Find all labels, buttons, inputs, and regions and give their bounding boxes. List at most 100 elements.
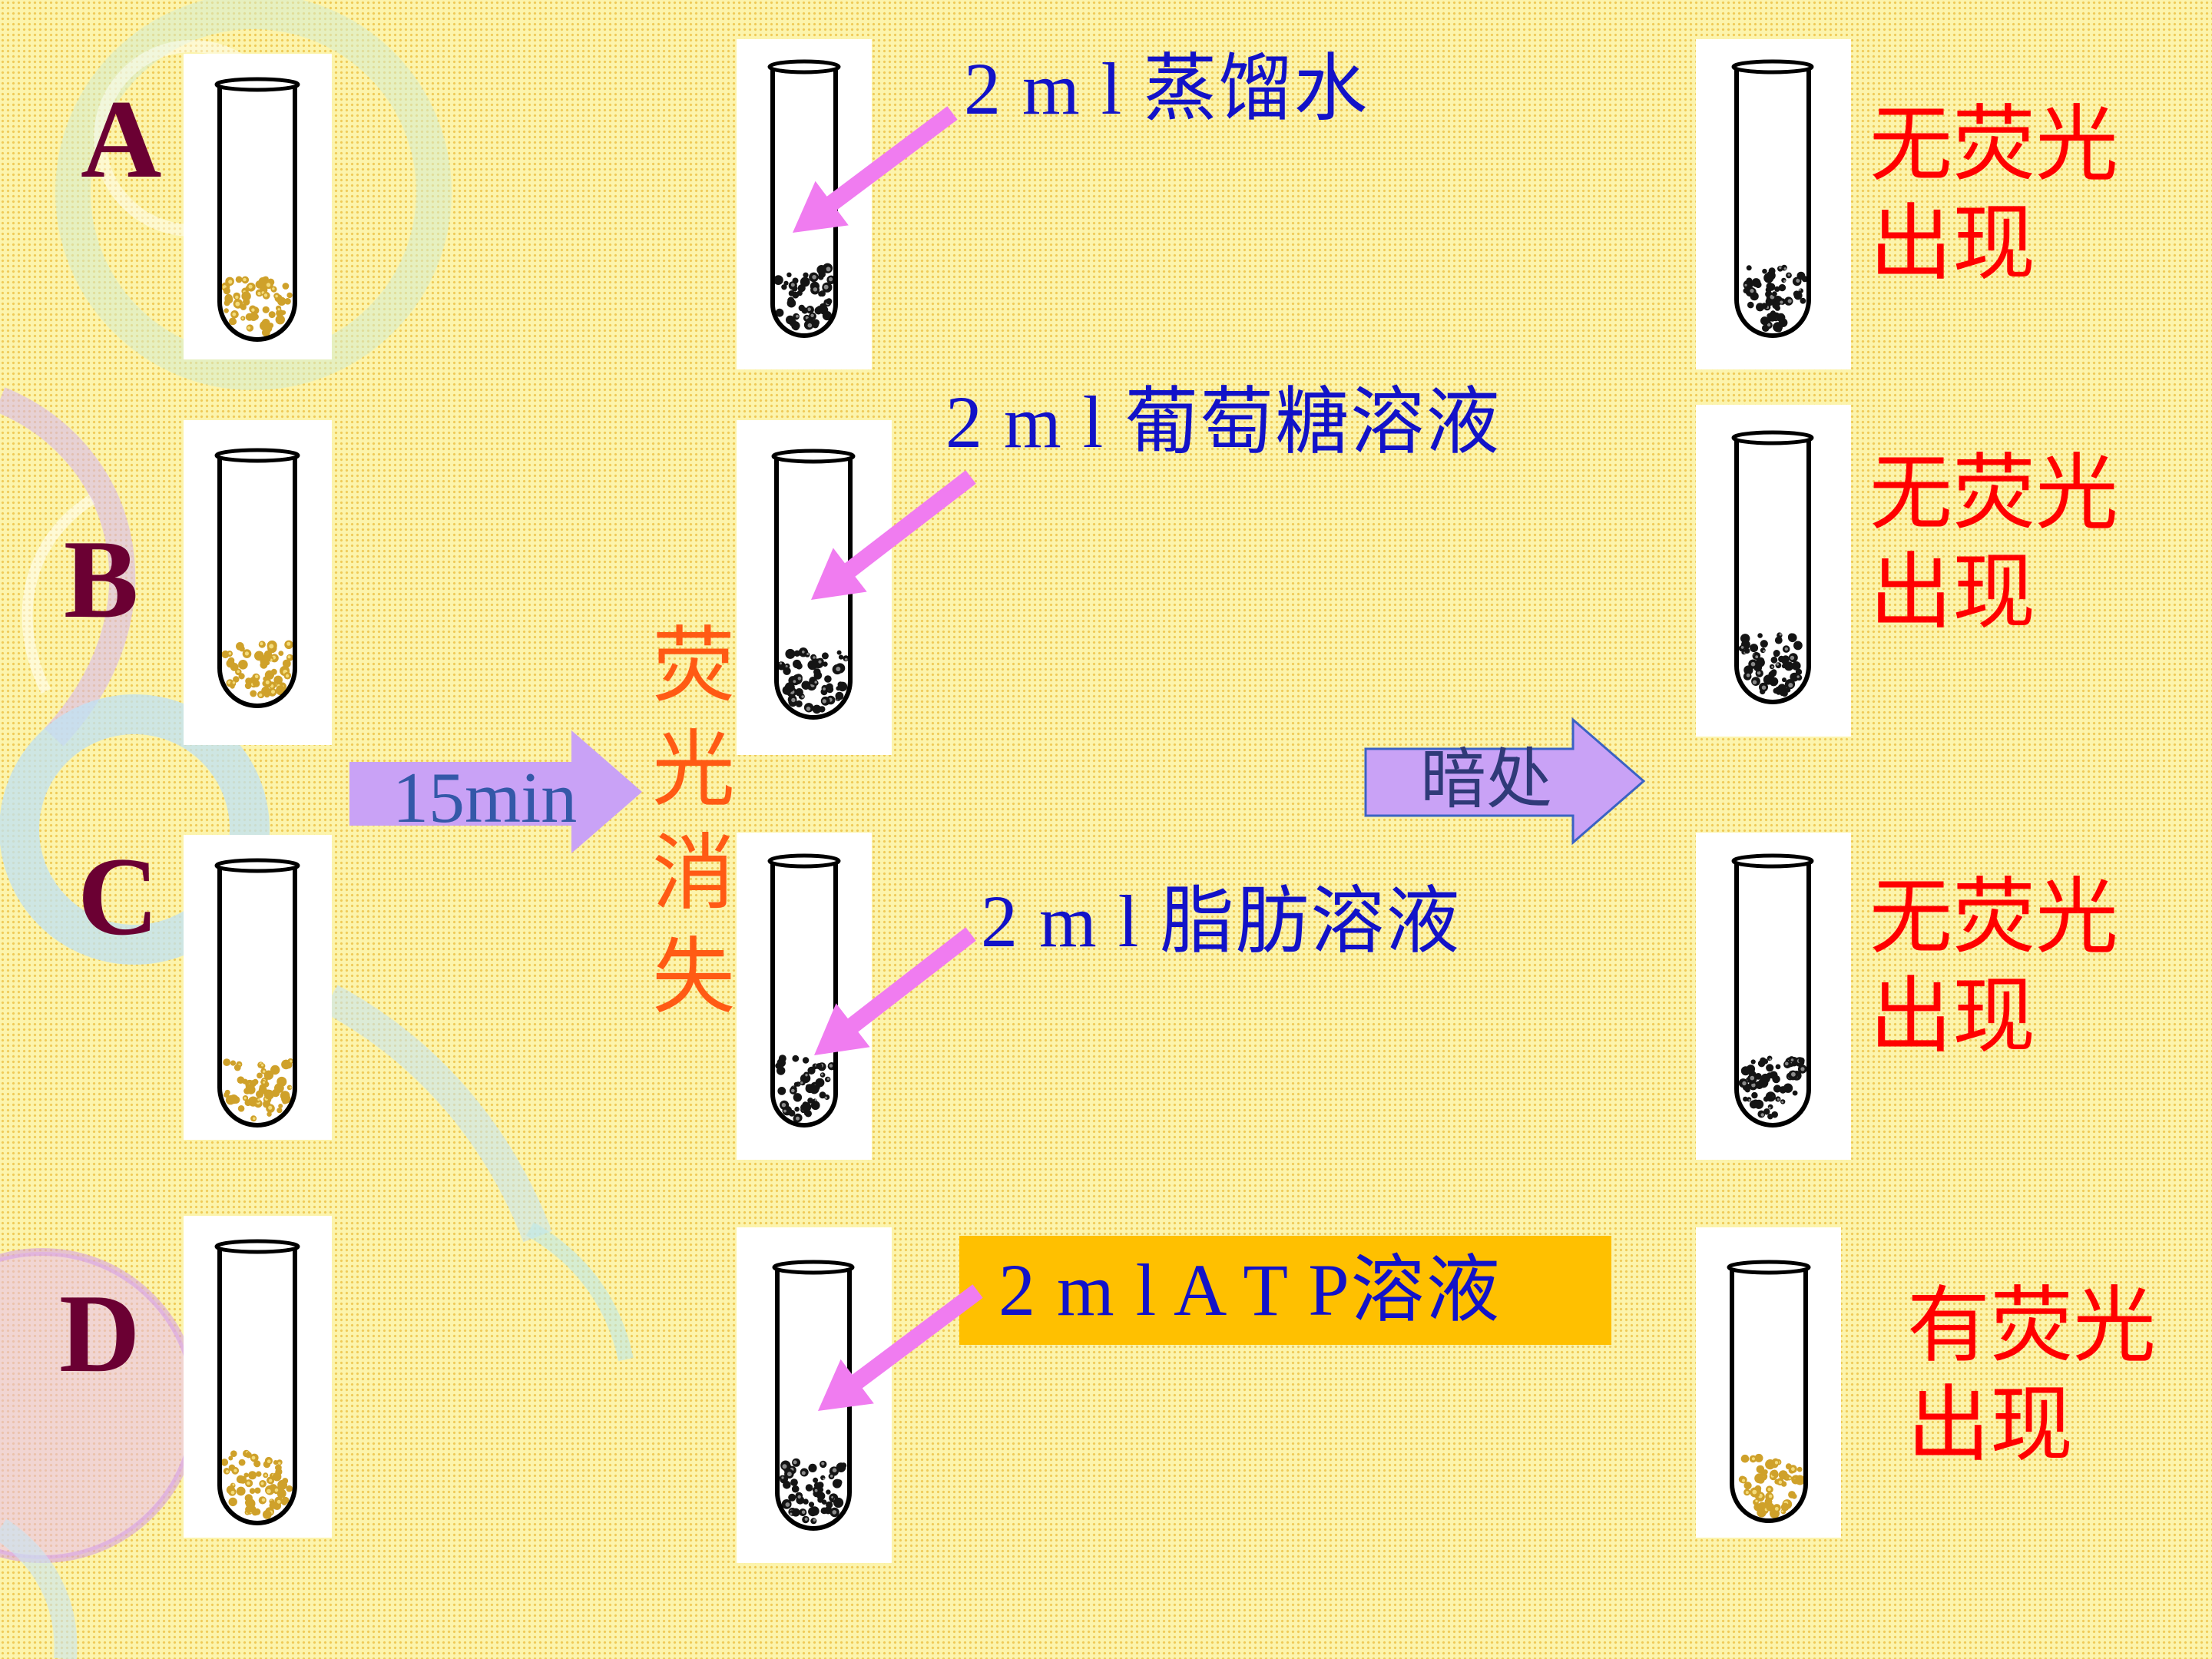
particle: [815, 1078, 825, 1088]
particle: [803, 272, 809, 278]
particle: [276, 1076, 287, 1087]
particle: [226, 659, 235, 668]
particle: [1757, 657, 1765, 665]
particle-highlight: [1740, 646, 1744, 649]
particle-highlight: [278, 1462, 281, 1465]
particle: [793, 1081, 799, 1087]
tube-rim: [771, 449, 856, 464]
reagent-label-c: 2 m l 脂肪溶液: [981, 880, 1462, 962]
particle-highlight: [1787, 299, 1792, 303]
particle: [826, 1489, 831, 1495]
particle-highlight: [844, 657, 848, 661]
tube-panel-b-after: [1696, 405, 1851, 737]
particle: [805, 1484, 813, 1492]
particle-highlight: [782, 1464, 787, 1469]
particle: [818, 291, 824, 297]
particle-highlight: [814, 1098, 817, 1101]
particle: [1763, 1469, 1768, 1475]
particle: [819, 303, 827, 311]
particle: [1767, 1092, 1773, 1099]
particle-highlight: [820, 1073, 823, 1076]
particle: [792, 277, 799, 284]
particle: [824, 675, 832, 683]
particle-highlight: [1760, 1113, 1764, 1117]
particle: [817, 1486, 824, 1493]
particle-highlight: [780, 662, 782, 665]
tube-rim: [1731, 430, 1814, 445]
particle-highlight: [247, 1481, 250, 1485]
result-a-line-1: 无荧光: [1869, 97, 2119, 193]
particle-highlight: [797, 677, 802, 680]
tube-rim: [1727, 1260, 1811, 1275]
particle: [1778, 283, 1786, 292]
particle: [272, 1472, 282, 1482]
pointer-arrow-a: [793, 106, 958, 233]
particle-highlight: [289, 1086, 292, 1089]
particle: [1792, 1479, 1797, 1484]
particle: [784, 682, 795, 693]
test-tube-d-added: [772, 1260, 855, 1531]
particle-highlight: [286, 641, 291, 646]
wait-arrow-label: 15min: [392, 758, 578, 838]
particle-highlight: [1783, 267, 1786, 270]
particle: [1743, 1482, 1752, 1490]
particle-highlight: [824, 1096, 827, 1099]
particle: [1756, 303, 1764, 312]
particle-highlight: [264, 1474, 267, 1477]
particle: [238, 660, 248, 670]
particle: [1766, 270, 1776, 280]
tube-wall: [217, 867, 297, 1128]
particle: [1744, 647, 1750, 654]
swirl: [0, 387, 136, 747]
particle-highlight: [248, 284, 253, 289]
particle-highlight: [1750, 289, 1754, 293]
tube-rim: [767, 59, 841, 75]
particle: [1754, 1099, 1764, 1109]
particle-highlight: [814, 1488, 818, 1492]
particle-highlight: [800, 1081, 803, 1084]
particle-highlight: [810, 313, 814, 317]
particle: [783, 667, 791, 675]
particle-highlight: [785, 1502, 790, 1507]
particle: [1791, 1493, 1797, 1499]
tube-wall: [217, 86, 297, 342]
particle-highlight: [791, 697, 796, 703]
particle: [1776, 326, 1783, 333]
particle: [256, 1090, 264, 1098]
particle: [250, 690, 257, 697]
particle: [1757, 1060, 1766, 1068]
particle-highlight: [823, 1478, 825, 1480]
particle: [1778, 1470, 1788, 1480]
particle-highlight: [1785, 1061, 1789, 1066]
particle: [277, 1479, 287, 1490]
particle: [826, 1501, 833, 1508]
particle: [835, 691, 844, 700]
particle: [813, 1084, 820, 1091]
particle: [801, 680, 810, 690]
particle-highlight: [287, 655, 291, 659]
particle-highlight: [801, 695, 804, 698]
particle-highlight: [1755, 655, 1759, 659]
particle-highlight: [793, 1460, 797, 1465]
swirl: [0, 694, 270, 965]
particle: [276, 1488, 286, 1498]
particle-highlight: [813, 1518, 816, 1522]
tube-rim: [214, 1239, 300, 1254]
particle: [1762, 268, 1767, 274]
particle: [1792, 1090, 1798, 1096]
tube-contents: [779, 1458, 847, 1525]
particle-highlight: [275, 294, 278, 298]
particle-highlight: [261, 1498, 266, 1502]
particle: [268, 311, 276, 319]
particle-highlight: [265, 680, 270, 684]
particle-highlight: [261, 1064, 264, 1067]
particle-highlight: [267, 1459, 271, 1463]
test-tube-a-after: [1731, 59, 1814, 338]
particle: [252, 1078, 259, 1085]
particle: [1750, 1059, 1756, 1065]
row-label-b: B: [64, 517, 139, 641]
particle: [816, 1492, 826, 1501]
particle: [270, 668, 277, 675]
particle: [237, 1105, 245, 1112]
particle-highlight: [812, 275, 816, 280]
